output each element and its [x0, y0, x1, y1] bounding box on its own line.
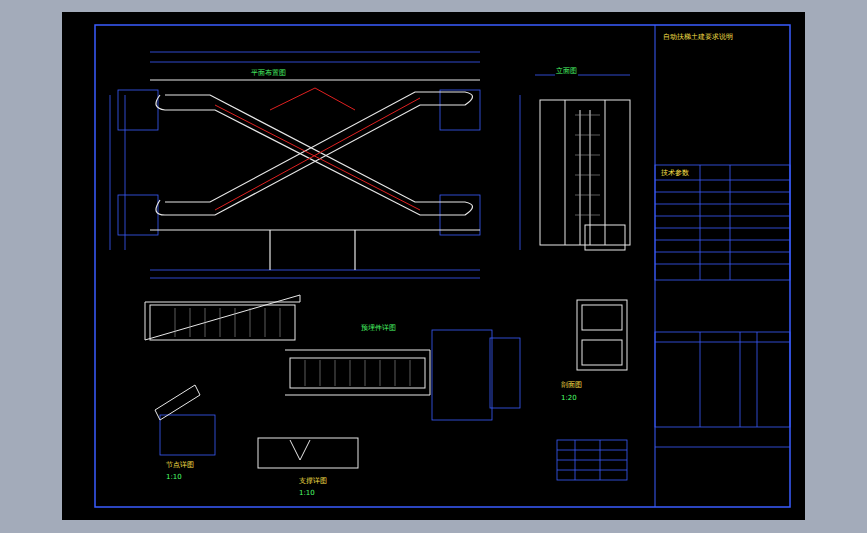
drawing-label: 立面图 — [555, 68, 578, 76]
drawing-label: 1:20 — [560, 395, 578, 403]
drawing-label: 1:10 — [165, 474, 183, 482]
drawing-label: 节点详图 — [165, 462, 195, 470]
drawing-label: 平面布置图 — [250, 70, 287, 78]
drawing-label: 1:10 — [298, 490, 316, 498]
drawing-label: 剖面图 — [560, 382, 583, 390]
drawing-label: 自动扶梯土建要求说明 — [662, 34, 734, 42]
drawing-label: 预埋件详图 — [360, 325, 397, 333]
drawing-label: 支撑详图 — [298, 478, 328, 486]
drawing-label: 技术参数 — [660, 170, 690, 178]
